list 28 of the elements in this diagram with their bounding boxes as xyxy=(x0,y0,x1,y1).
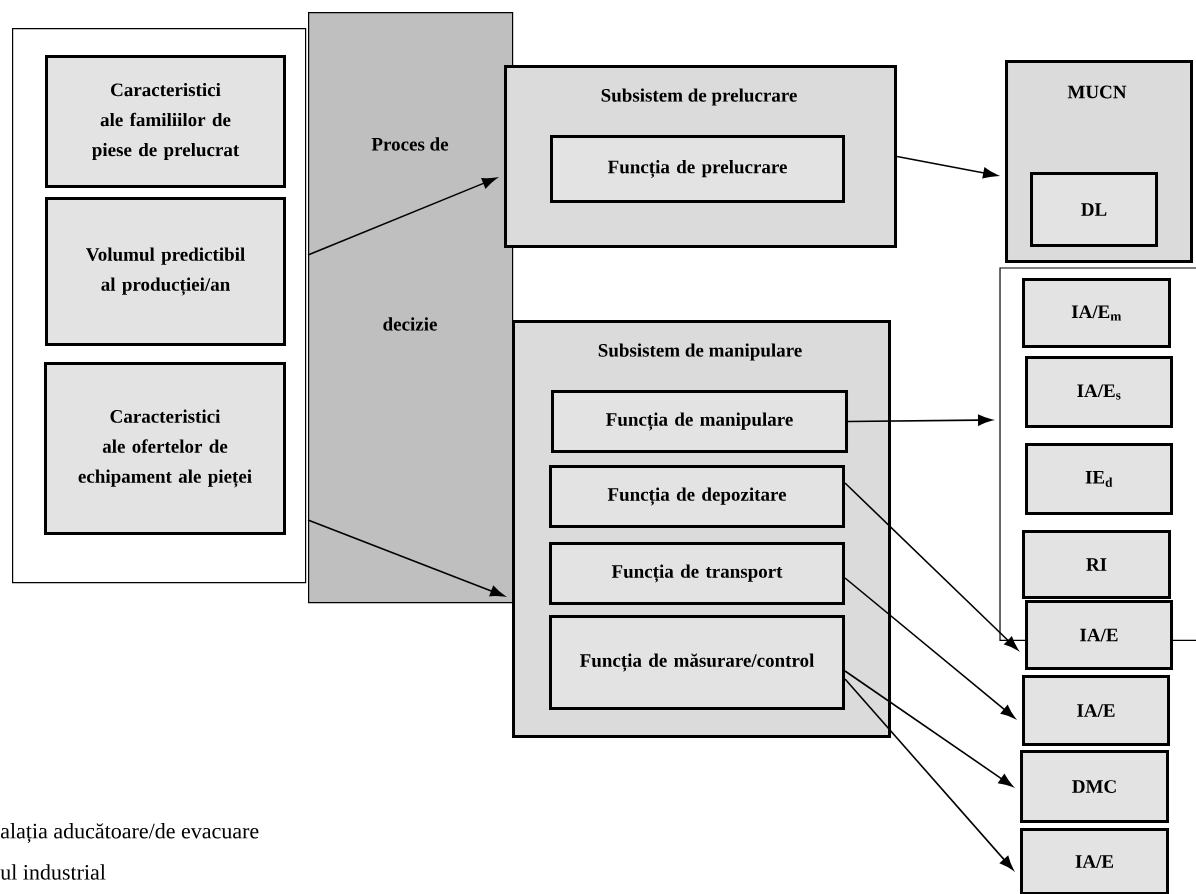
function-box: IE$_{d}$ xyxy=(1025,443,1173,515)
arrow xyxy=(844,577,1016,719)
function-box: Funcția de depozitare xyxy=(549,465,845,528)
arrow xyxy=(307,177,497,256)
function-box: Funcția de transport xyxy=(549,542,845,605)
function-box: IA/E$_{s}$ xyxy=(1025,356,1173,428)
function-box: Funcția de măsurare/control xyxy=(549,615,845,710)
arrow xyxy=(844,482,1019,651)
arrow xyxy=(896,155,998,179)
function-box: IA/E xyxy=(1022,675,1170,746)
arrow xyxy=(844,670,1013,787)
note-text: ul industrial xyxy=(0,864,106,880)
function-box: Volumul predictibil al producției/an xyxy=(45,197,286,346)
function-box: DMC xyxy=(1020,750,1169,823)
function-box: Funcția de manipulare xyxy=(551,390,848,453)
function-box: Caracteristici ale ofertelor de echipament ale pieței xyxy=(44,362,286,535)
arrow xyxy=(844,678,1014,871)
function-box: IA/E$_{m}$ xyxy=(1022,278,1171,348)
arrow xyxy=(307,519,505,597)
arrow xyxy=(847,414,993,426)
function-box: IA/E xyxy=(1020,828,1169,894)
function-box: DL xyxy=(1030,172,1158,247)
function-box: Caracteristici ale familiilor de piese de prelucrat xyxy=(45,55,286,188)
function-box: RI xyxy=(1022,530,1171,599)
process-band: Proces de decizie xyxy=(308,12,514,604)
note-text: alația aducătoare/de evacuare xyxy=(0,823,259,843)
function-box: IA/E xyxy=(1025,600,1173,670)
function-box: Funcția de prelucrare xyxy=(550,135,845,203)
